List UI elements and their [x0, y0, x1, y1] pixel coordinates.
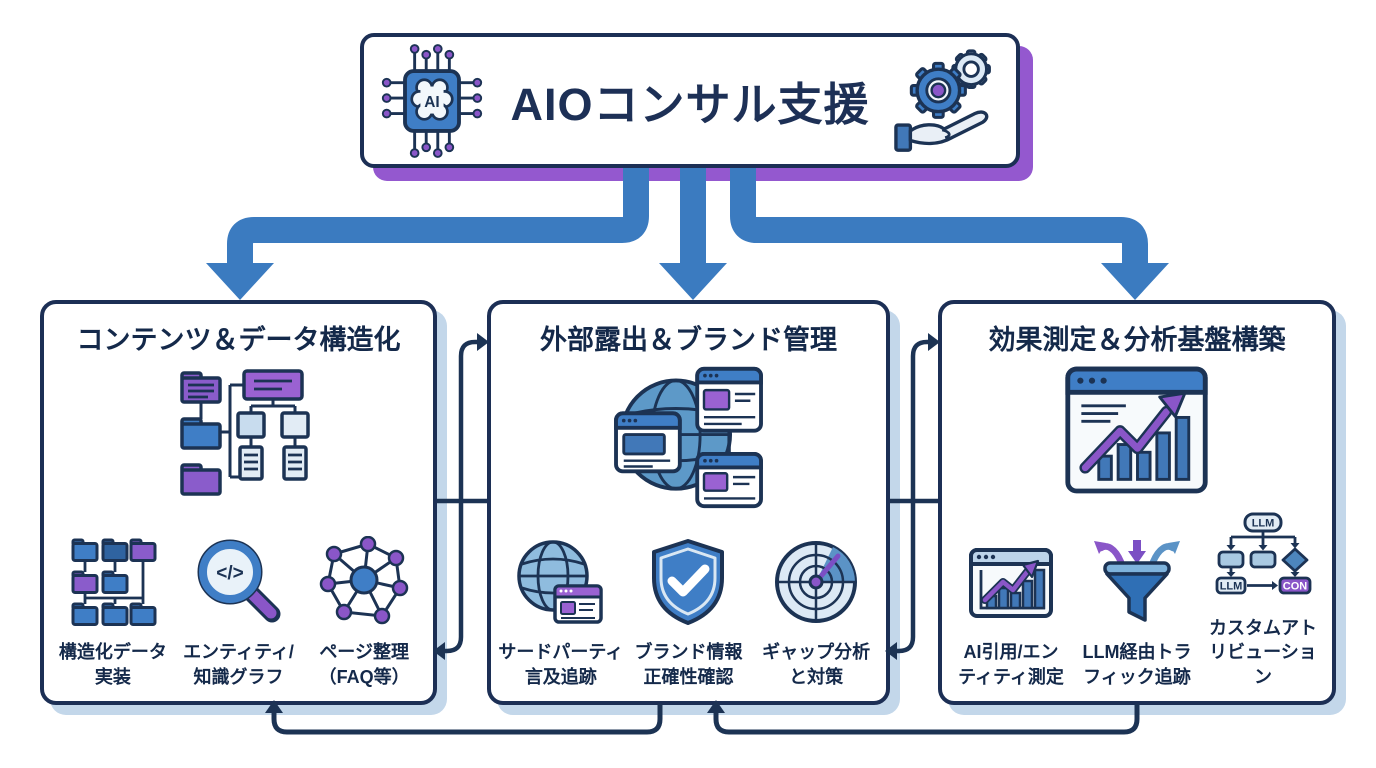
- sub-label-gap-analysis: ギャップ分析 と対策: [762, 642, 871, 687]
- exchange-arrowheads-col2-col3: [885, 333, 940, 660]
- header-branch-arrowheads: [206, 263, 1169, 300]
- column-measurement-analytics: 効果測定＆分析基盤構築: [938, 300, 1336, 705]
- flow-node-con: CON: [1283, 581, 1308, 593]
- attribution-flow-icon: LLM LLM CON: [1215, 512, 1312, 595]
- column3-title: 効果測定＆分析基盤構築: [988, 325, 1286, 355]
- funnel-traffic-icon: [1093, 540, 1180, 623]
- ai-chip-icon: AI: [381, 43, 483, 158]
- chart-growth-icon: [968, 548, 1053, 619]
- list-item: 構造化データ 実装: [51, 532, 175, 689]
- globe-browsers-icon: [613, 366, 763, 509]
- page-title: AIOコンサル支援: [510, 79, 870, 130]
- exchange-arrowheads-col1-col2: [433, 333, 489, 660]
- flow-node-llm-top: LLM: [1252, 518, 1275, 530]
- list-item: LLM LLM CON カスタムアト リビューション: [1201, 508, 1326, 689]
- list-item: ブランド情報 正確性確認: [625, 532, 751, 689]
- arrowhead-column1: [206, 263, 274, 300]
- list-item: </> エンティティ/ 知識グラフ: [176, 532, 300, 689]
- arrow-header-to-column3: [730, 168, 1148, 266]
- globe-mention-icon: [517, 540, 603, 625]
- folder-tree-icon: [71, 538, 157, 627]
- list-item: ページ整理 （FAQ等）: [302, 532, 426, 689]
- sitemap-folders-icon: [179, 369, 310, 496]
- loop-col3-to-col2: [713, 704, 1140, 735]
- flow-node-llm-bottom: LLM: [1220, 581, 1243, 593]
- exchange-arrows-col2-col3: [890, 339, 938, 654]
- sub-label-ai-citation: AI引用/エン ティティ測定: [958, 642, 1064, 687]
- arrowhead-column2: [659, 263, 727, 300]
- sub-label-page-organization: ページ整理 （FAQ等）: [318, 642, 410, 687]
- header-branch-arrows: [227, 168, 1148, 266]
- column-content-structuring: コンテンツ＆データ構造化: [40, 300, 437, 705]
- sub-label-llm-traffic: LLM経由トラ フィック追跡: [1082, 642, 1192, 687]
- feedback-loops: [271, 704, 1140, 735]
- list-item: LLM経由トラ フィック追跡: [1075, 532, 1200, 689]
- code-search-icon: </>: [197, 539, 281, 623]
- ai-chip-label: AI: [424, 93, 439, 110]
- arrowhead-column3: [1101, 263, 1169, 300]
- radar-icon: [775, 541, 858, 624]
- list-item: サードパーティ 言及追跡: [498, 532, 624, 689]
- column-brand-management: 外部露出＆ブランド管理: [487, 300, 890, 705]
- code-glyph: </>: [217, 563, 244, 584]
- column1-title: コンテンツ＆データ構造化: [76, 325, 401, 355]
- sub-label-brand-accuracy: ブランド情報 正確性確認: [634, 642, 743, 687]
- knowledge-graph-icon: [319, 536, 409, 625]
- sub-label-third-party-mentions: サードパーティ 言及追跡: [498, 642, 624, 687]
- header-panel: AI AIOコンサル支援: [360, 33, 1020, 168]
- sub-label-entity-graph: エンティティ/ 知識グラフ: [183, 642, 294, 687]
- list-item: AI引用/エン ティティ測定: [949, 532, 1074, 689]
- exchange-arrows-col1-col2: [437, 339, 487, 654]
- column2-title: 外部露出＆ブランド管理: [540, 325, 837, 355]
- analytics-dashboard-icon: [1065, 366, 1208, 494]
- arrow-header-to-column1: [227, 168, 649, 266]
- list-item: ギャップ分析 と対策: [753, 532, 879, 689]
- sub-label-custom-attribution: カスタムアト リビューション: [1208, 618, 1317, 687]
- loop-col2-to-col1: [271, 704, 663, 735]
- shield-check-icon: [652, 539, 725, 626]
- sub-label-structured-data: 構造化データ 実装: [58, 642, 167, 687]
- gears-hand-icon: [894, 48, 991, 152]
